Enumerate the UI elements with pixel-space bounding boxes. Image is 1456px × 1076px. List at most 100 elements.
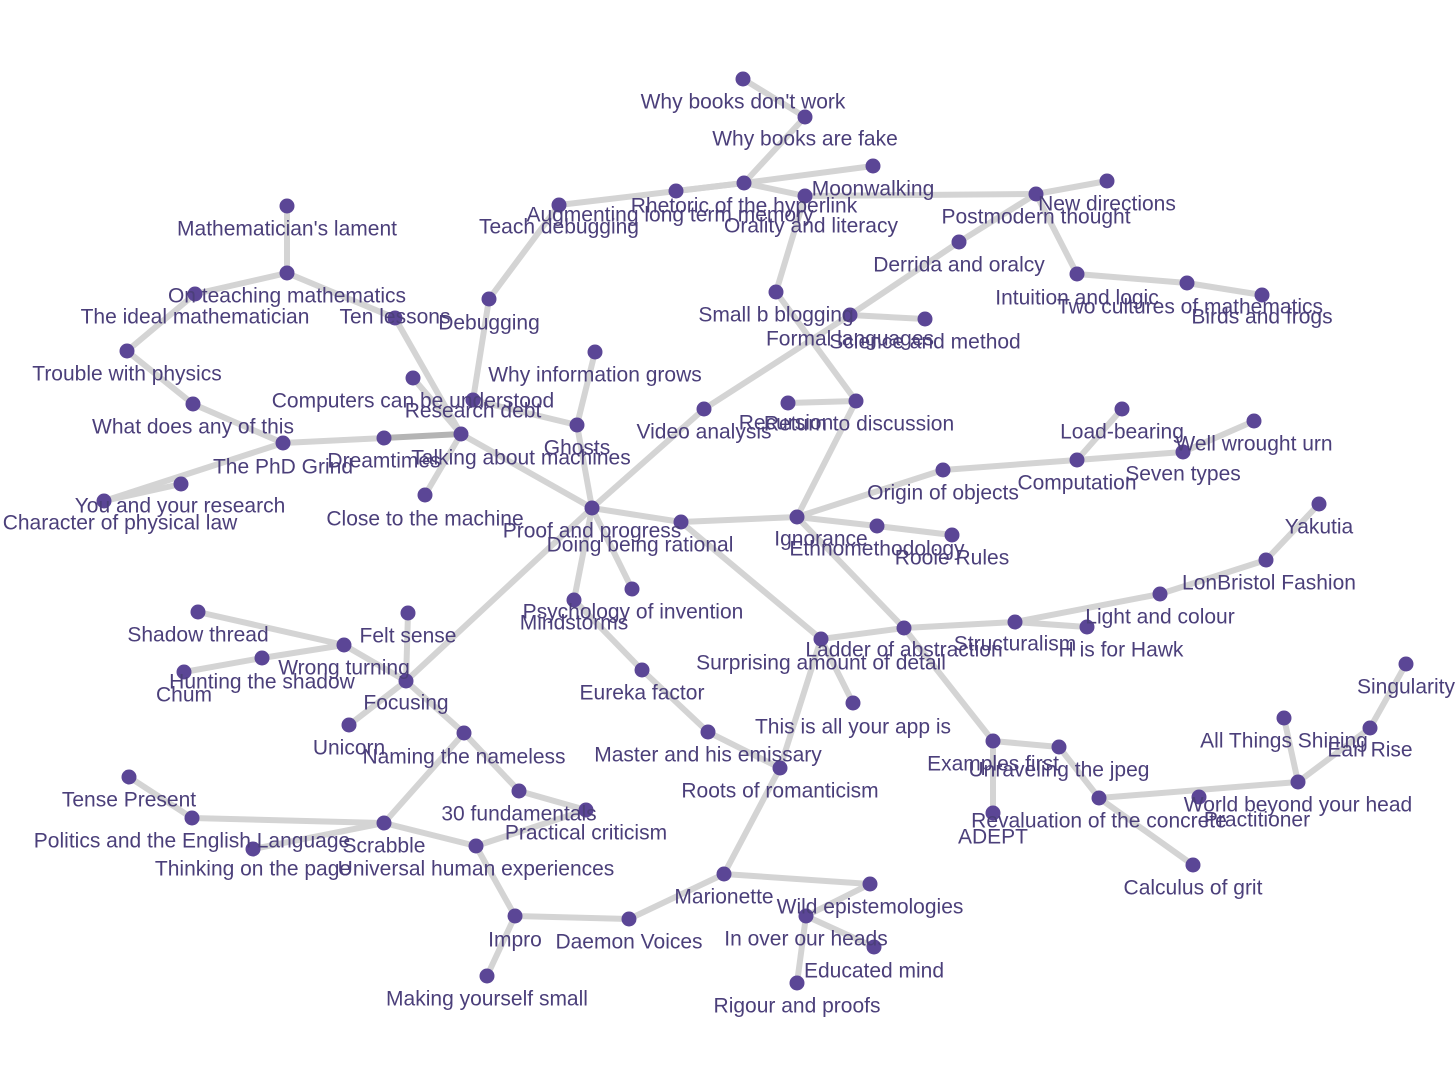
node-label-n22[interactable]: Trouble with physics xyxy=(32,363,221,386)
node-label-n86[interactable]: Wild epistemologies xyxy=(777,896,964,919)
node-label-n89[interactable]: In over our heads xyxy=(724,928,887,951)
node-label-n63[interactable]: Singularity xyxy=(1357,676,1456,699)
node-label-n88[interactable]: Daemon Voices xyxy=(555,931,702,954)
node-dot-n40[interactable] xyxy=(417,487,433,503)
node-dot-n8[interactable] xyxy=(1099,173,1115,189)
node-label-n44[interactable]: Ignorance xyxy=(774,528,867,551)
node-dot-n89[interactable] xyxy=(798,908,814,924)
node-dot-n33[interactable] xyxy=(848,393,864,409)
node-dot-n65[interactable] xyxy=(341,717,357,733)
node-label-n87[interactable]: Impro xyxy=(488,929,542,952)
node-dot-n15[interactable] xyxy=(842,307,858,323)
node-dot-n77[interactable] xyxy=(1191,789,1207,805)
node-dot-n71[interactable] xyxy=(1051,739,1067,755)
node-label-n65[interactable]: Unicorn xyxy=(313,737,385,760)
node-label-n18[interactable]: On teaching mathematics xyxy=(168,285,406,308)
node-label-n50[interactable]: Shadow thread xyxy=(127,624,268,647)
node-dot-n16[interactable] xyxy=(917,311,933,327)
node-label-n43[interactable]: Doing being rational xyxy=(547,534,734,557)
node-label-n47[interactable]: Yakutia xyxy=(1285,516,1354,539)
node-label-n92[interactable]: Rigour and proofs xyxy=(714,995,881,1018)
node-dot-n69[interactable] xyxy=(1362,720,1378,736)
node-label-n23[interactable]: Why information grows xyxy=(488,364,702,387)
node-label-n76[interactable]: Revaluation of the concrete xyxy=(971,810,1227,833)
node-dot-n54[interactable] xyxy=(336,637,352,653)
node-dot-n64[interactable] xyxy=(845,695,861,711)
node-dot-n78[interactable] xyxy=(985,805,1001,821)
node-label-n12[interactable]: Two cultures of mathematics xyxy=(1057,296,1323,319)
node-label-n73[interactable]: Tense Present xyxy=(62,789,196,812)
node-label-n41[interactable]: Origin of objects xyxy=(867,482,1019,505)
node-label-n72[interactable]: Roots of romanticism xyxy=(681,780,878,803)
node-dot-n88[interactable] xyxy=(621,911,637,927)
node-label-n54[interactable]: Wrong turning xyxy=(278,657,410,680)
node-label-n82[interactable]: Thinking on the page xyxy=(155,858,351,881)
node-dot-n21[interactable] xyxy=(481,291,497,307)
node-label-n81[interactable]: Scrabble xyxy=(343,835,426,858)
node-label-n71[interactable]: Unraveling the jpeg xyxy=(969,759,1150,782)
node-label-n45[interactable]: Ethnomethodology xyxy=(789,538,965,561)
node-label-n20[interactable]: Ten lessons xyxy=(340,306,451,329)
node-dot-n1[interactable] xyxy=(735,71,751,87)
node-label-n67[interactable]: Master and his emissary xyxy=(594,744,822,767)
node-dot-n87[interactable] xyxy=(507,908,523,924)
node-label-n31[interactable]: Video analysis xyxy=(636,421,771,444)
node-dot-n55[interactable] xyxy=(254,650,270,666)
node-dot-n80[interactable] xyxy=(184,810,200,826)
node-dot-n73[interactable] xyxy=(121,769,137,785)
node-dot-n44[interactable] xyxy=(789,509,805,525)
node-label-n58[interactable]: Surprising amount of detail xyxy=(696,652,946,675)
node-dot-n53[interactable] xyxy=(566,592,582,608)
node-dot-n86[interactable] xyxy=(862,876,878,892)
node-dot-n52[interactable] xyxy=(624,581,640,597)
node-dot-n59[interactable] xyxy=(896,620,912,636)
node-label-n80[interactable]: Politics and the English Language xyxy=(34,830,350,853)
node-label-n35[interactable]: Well wrought urn xyxy=(1175,433,1332,456)
node-label-n21[interactable]: Debugging xyxy=(438,312,540,335)
node-dot-n9[interactable] xyxy=(1028,186,1044,202)
node-dot-n31[interactable] xyxy=(696,401,712,417)
node-label-n84[interactable]: Calculus of grit xyxy=(1124,877,1263,900)
node-label-n37[interactable]: Computation xyxy=(1017,472,1136,495)
node-dot-n47[interactable] xyxy=(1311,496,1327,512)
node-dot-n28[interactable] xyxy=(453,426,469,442)
node-label-n48[interactable]: LonBristol Fashion xyxy=(1182,572,1356,595)
node-dot-n14[interactable] xyxy=(768,284,784,300)
node-label-n57[interactable]: Focusing xyxy=(363,692,448,715)
node-dot-n2[interactable] xyxy=(797,109,813,125)
node-dot-n32[interactable] xyxy=(780,395,796,411)
node-dot-n81[interactable] xyxy=(376,815,392,831)
node-label-n6[interactable]: Teach debugging xyxy=(479,216,639,239)
node-label-n83[interactable]: Universal human experiences xyxy=(338,858,615,881)
node-dot-n34[interactable] xyxy=(1114,401,1130,417)
node-label-n10[interactable]: Derrida and oralcy xyxy=(873,254,1045,277)
node-label-n46[interactable]: Rooie Rules xyxy=(895,547,1009,570)
node-label-n90[interactable]: Educated mind xyxy=(804,960,944,983)
node-label-n79[interactable]: Practical criticism xyxy=(505,822,667,845)
node-label-n19[interactable]: The ideal mathematician xyxy=(81,306,310,329)
node-label-n55[interactable]: Hunting the shadow xyxy=(169,671,355,694)
node-label-n8[interactable]: New directions xyxy=(1038,193,1176,216)
node-dot-n18[interactable] xyxy=(279,265,295,281)
node-dot-n37[interactable] xyxy=(1069,452,1085,468)
node-dot-n5[interactable] xyxy=(668,183,684,199)
node-dot-n68[interactable] xyxy=(1276,710,1292,726)
node-dot-n48[interactable] xyxy=(1258,552,1274,568)
node-dot-n75[interactable] xyxy=(511,783,527,799)
node-dot-n46[interactable] xyxy=(944,527,960,543)
node-label-n24[interactable]: Computers can be understood xyxy=(272,390,555,413)
node-label-n36[interactable]: Seven types xyxy=(1125,463,1241,486)
node-label-n29[interactable]: The PhD Grind xyxy=(213,456,353,479)
node-label-n77[interactable]: Practitioner xyxy=(1204,809,1310,832)
node-label-n30[interactable]: Ghosts xyxy=(544,437,611,460)
node-label-n51[interactable]: Felt sense xyxy=(360,625,457,648)
node-dot-n45[interactable] xyxy=(869,518,885,534)
node-label-n27[interactable]: Dreamtimes xyxy=(327,450,440,473)
node-label-n70[interactable]: Examples first xyxy=(927,753,1059,776)
node-dot-n7[interactable] xyxy=(797,188,813,204)
node-label-n60[interactable]: Structuralism xyxy=(954,633,1077,656)
node-label-n25[interactable]: Research debt xyxy=(405,400,542,423)
node-dot-n36[interactable] xyxy=(1175,444,1191,460)
node-label-n38[interactable]: You and your research xyxy=(75,495,286,518)
node-dot-n56[interactable] xyxy=(176,664,192,680)
